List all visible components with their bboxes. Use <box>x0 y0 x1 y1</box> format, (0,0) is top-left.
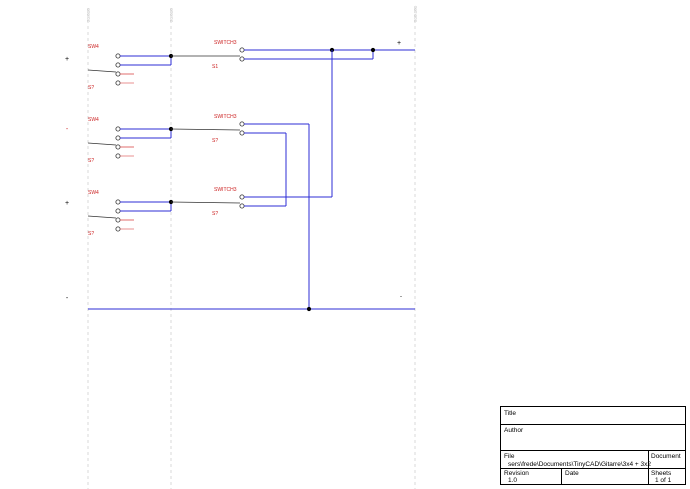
switch-ref-label: S? <box>88 231 94 237</box>
switch3-lever <box>170 128 241 131</box>
author-divider <box>501 450 685 451</box>
polarity-mark: + <box>65 200 69 207</box>
switch-lever <box>87 142 117 146</box>
switch-label-sw4: SW4 <box>88 117 99 123</box>
guide-label: 20.000 <box>86 8 91 22</box>
switch-pin <box>115 153 121 159</box>
switch3-pin <box>239 130 245 136</box>
polarity-mark: - <box>66 295 69 302</box>
switch-lever <box>87 215 117 219</box>
author-label: Author <box>504 427 524 434</box>
guide-label: 20.000 <box>169 8 174 22</box>
guide-label: 500.000 <box>413 5 418 22</box>
document-divider <box>648 450 649 484</box>
polarity-mark: - <box>66 126 69 133</box>
switch3-pin <box>239 203 245 209</box>
switch3-ref-label: S1 <box>212 64 218 70</box>
junction-dot <box>306 306 312 312</box>
polarity-mark: + <box>65 56 69 63</box>
revision-divider <box>501 468 685 469</box>
switch-label-sw4: SW4 <box>88 190 99 196</box>
document-label: Document <box>651 453 681 460</box>
switch-ref-label: S? <box>88 158 94 164</box>
date-divider <box>561 468 562 484</box>
sheets-value: 1 of 1 <box>655 477 672 484</box>
title-label: Title <box>504 410 517 417</box>
file-path-value: sers\frede\Documents\TinyCAD\Gitarre\3x4… <box>508 461 651 468</box>
switch3-label: SWITCH3 <box>214 40 237 46</box>
switch3-lever <box>170 201 241 204</box>
switch3-label: SWITCH3 <box>214 187 237 193</box>
switch-pin <box>115 226 121 232</box>
switch-pin <box>115 199 121 205</box>
switch-pin <box>115 80 121 86</box>
switch-pin <box>115 71 121 77</box>
junction-dot <box>370 47 376 53</box>
date-label: Date <box>565 470 579 477</box>
switch3-pin <box>239 121 245 127</box>
switch-pin <box>115 144 121 150</box>
switch3-pin <box>239 47 245 53</box>
switch3-label: SWITCH3 <box>214 114 237 120</box>
title-block: Title Author File sers\frede\Documents\T… <box>500 406 686 485</box>
switch3-pin <box>239 194 245 200</box>
file-label: File <box>504 453 515 460</box>
switch-ref-label: S? <box>88 85 94 91</box>
switch-lever <box>87 69 117 73</box>
switch-pin <box>115 62 121 68</box>
switch-pin <box>115 217 121 223</box>
minus-terminal-mark: - <box>400 294 402 300</box>
switch-pin <box>115 208 121 214</box>
plus-terminal-mark: + <box>397 40 401 47</box>
switch-pin <box>115 53 121 59</box>
switch-pin <box>115 135 121 141</box>
switch3-ref-label: S? <box>212 138 218 144</box>
switch3-ref-label: S? <box>212 211 218 217</box>
revision-label: Revision <box>504 470 529 477</box>
revision-value: 1.0 <box>508 477 518 484</box>
switch-pin <box>115 126 121 132</box>
sheets-label: Sheets <box>651 470 672 477</box>
switch3-pin <box>239 56 245 62</box>
title-divider <box>501 424 685 425</box>
switch-label-sw4: SW4 <box>88 44 99 50</box>
